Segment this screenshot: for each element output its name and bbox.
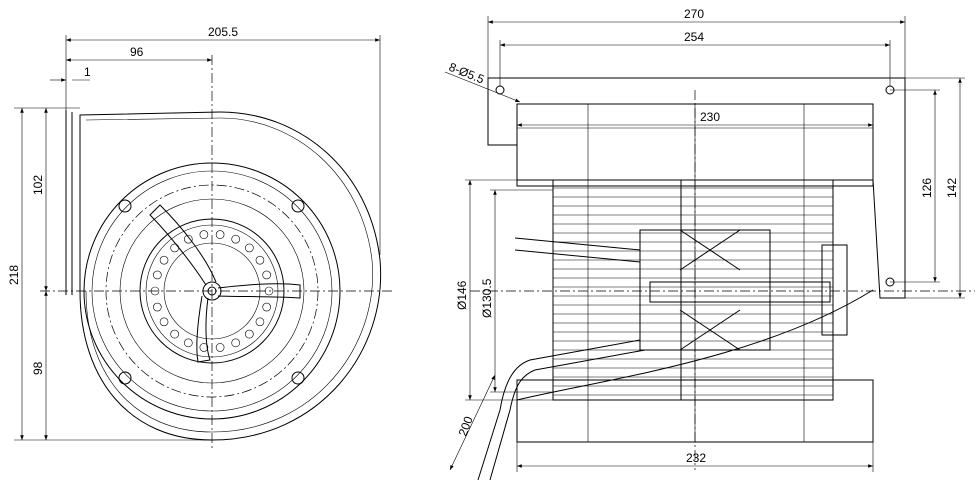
dim-vertical-hole-spacing: 126	[920, 178, 934, 198]
dim-width-overall: 205.5	[208, 25, 238, 39]
rotor-slot	[215, 230, 225, 239]
impeller-blades	[553, 187, 833, 396]
rotor-slot	[170, 243, 179, 253]
dim-center-offset: 96	[130, 45, 144, 59]
dim-cable-length: 200	[456, 414, 476, 438]
rotor-slot	[245, 329, 254, 339]
rotor-slot	[262, 302, 271, 312]
rotor-slot	[231, 234, 240, 244]
rotor-slot	[231, 338, 240, 348]
rotor-slot	[153, 270, 162, 280]
front-view: 205.5 96 1 218 102 98	[7, 25, 395, 450]
cable	[477, 339, 641, 481]
rotor-slot	[255, 317, 265, 327]
dim-lower-height: 98	[31, 361, 45, 375]
rotor-slot	[245, 243, 254, 253]
dim-flange-height: 142	[945, 178, 959, 198]
rotor-slots	[150, 230, 274, 352]
dim-mounting-holes: 8-Ø5.5	[447, 60, 487, 87]
rotor-slot	[170, 329, 179, 339]
rotor-slot	[159, 317, 169, 327]
rotor-slot	[255, 255, 265, 265]
rotor-slot	[215, 343, 225, 352]
spoke	[196, 295, 211, 363]
dim-inlet-bottom: 232	[686, 451, 706, 465]
dim-hole-spacing: 254	[684, 30, 704, 44]
mounting-screws	[118, 199, 305, 385]
dim-inlet-top: 230	[700, 110, 720, 124]
dim-total-height: 218	[7, 265, 21, 285]
spoke	[217, 283, 301, 299]
motor	[639, 229, 848, 351]
rotor-slot	[199, 230, 209, 239]
rotor-slot	[159, 255, 169, 265]
rotor-slot	[262, 270, 271, 280]
dim-upper-height: 102	[31, 175, 45, 195]
rotor-slot	[184, 234, 193, 244]
volute-housing	[79, 111, 382, 441]
rotor-slot	[184, 338, 193, 348]
rotor-slot	[153, 302, 162, 312]
spoke	[149, 204, 217, 286]
side-view: 270 254 8-Ø5.5 230 126 142 Ø146 Ø130.5 2…	[444, 7, 975, 481]
dim-outer-diameter: Ø146	[455, 280, 469, 310]
dim-flange-offset: 1	[84, 65, 91, 79]
dim-side-width: 270	[684, 7, 704, 21]
dim-inner-diameter: Ø130.5	[480, 278, 494, 318]
impeller-drum	[552, 179, 834, 401]
rotor-slot	[199, 343, 209, 352]
